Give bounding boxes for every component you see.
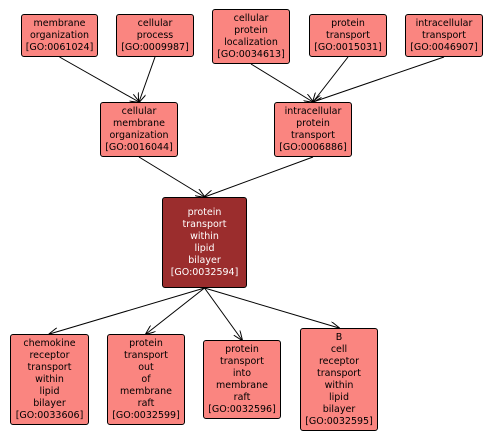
- node-label: membrane organization: [29, 17, 90, 41]
- node-label: B cell receptor transport within lipid b…: [317, 331, 361, 415]
- node-label: intracellular protein transport: [284, 105, 342, 141]
- node-go-id: [GO:0015031]: [314, 41, 382, 53]
- node-go-id: [GO:0032594]: [170, 266, 239, 278]
- node-protein-transport[interactable]: protein transport[GO:0015031]: [309, 14, 387, 57]
- node-label: protein transport into membrane raft: [216, 343, 268, 403]
- node-intracellular-transport[interactable]: intracellular transport[GO:0046907]: [405, 14, 483, 57]
- node-label: intracellular transport: [415, 17, 473, 41]
- node-protein-transport-out-of-membrane-raft[interactable]: protein transport out of membrane raft[G…: [107, 334, 185, 425]
- node-intracellular-protein-transport[interactable]: intracellular protein transport[GO:00068…: [274, 102, 352, 157]
- node-label: protein transport within lipid bilayer: [182, 206, 227, 266]
- node-go-id: [GO:0034613]: [217, 48, 285, 60]
- edge-n8-n11: [204, 287, 243, 340]
- node-label: protein transport out of membrane raft: [120, 337, 172, 409]
- node-membrane-organization[interactable]: membrane organization[GO:0061024]: [21, 14, 98, 57]
- edge-n8-n9: [50, 287, 205, 334]
- node-label: cellular process: [136, 17, 174, 41]
- node-go-id: [GO:0006886]: [279, 141, 347, 153]
- node-go-id: [GO:0032599]: [112, 409, 180, 421]
- node-go-id: [GO:0009987]: [121, 41, 189, 53]
- edge-n3-n7: [250, 63, 313, 102]
- node-protein-transport-within-lipid-bilayer[interactable]: protein transport within lipid bilayer[G…: [162, 197, 247, 288]
- node-go-id: [GO:0061024]: [25, 41, 94, 53]
- edge-n1-n6: [59, 56, 140, 102]
- edge-n6-n8: [138, 156, 205, 197]
- node-go-id: [GO:0016044]: [105, 141, 173, 153]
- edge-n8-n10: [146, 287, 205, 334]
- node-go-id: [GO:0032595]: [305, 415, 373, 427]
- node-protein-transport-into-membrane-raft[interactable]: protein transport into membrane raft[GO:…: [203, 340, 281, 419]
- node-label: cellular protein localization: [224, 12, 278, 48]
- node-cellular-process[interactable]: cellular process[GO:0009987]: [116, 14, 194, 57]
- node-chemokine-receptor-transport[interactable]: chemokine receptor transport within lipi…: [10, 334, 89, 425]
- edge-n2-n6: [139, 56, 156, 102]
- edge-n5-n7: [313, 56, 445, 102]
- node-label: chemokine receptor transport within lipi…: [23, 337, 76, 409]
- node-go-id: [GO:0033606]: [15, 409, 84, 421]
- edge-n7-n8: [205, 156, 314, 197]
- node-cellular-protein-localization[interactable]: cellular protein localization[GO:0034613…: [212, 9, 290, 64]
- node-go-id: [GO:0046907]: [410, 41, 478, 53]
- edge-n4-n7: [313, 56, 349, 102]
- node-label: protein transport: [326, 17, 370, 41]
- node-label: cellular membrane organization: [109, 105, 169, 141]
- node-cellular-membrane-organization[interactable]: cellular membrane organization[GO:001604…: [100, 102, 178, 157]
- edge-n8-n12: [204, 287, 340, 328]
- node-b-cell-receptor-transport[interactable]: B cell receptor transport within lipid b…: [300, 328, 378, 431]
- node-go-id: [GO:0032596]: [208, 403, 276, 415]
